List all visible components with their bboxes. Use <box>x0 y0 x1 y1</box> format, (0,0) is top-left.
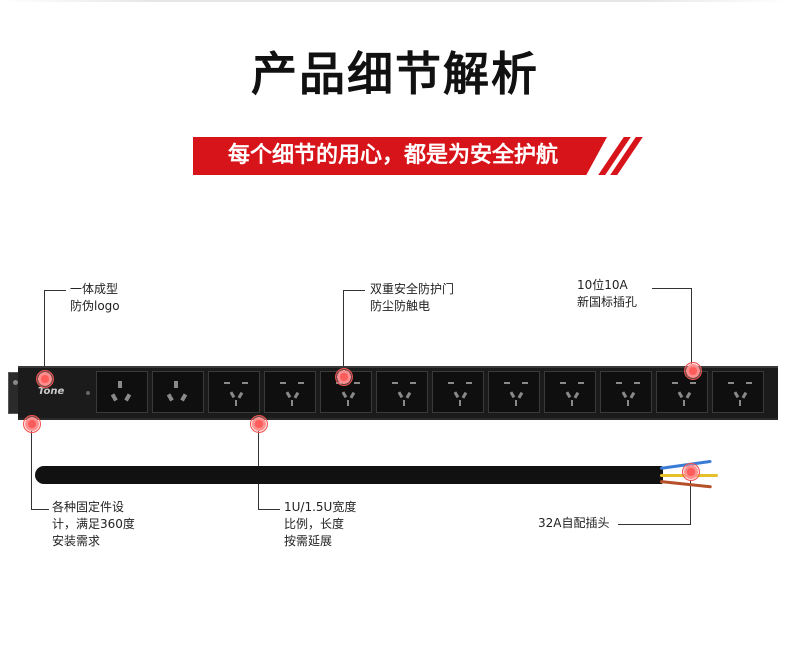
leader-plug-h <box>618 524 691 525</box>
socket-7 <box>432 371 484 413</box>
marker-bracket <box>23 415 41 433</box>
label-door: 双重安全防护门 防尘防触电 <box>370 281 454 315</box>
label-bracket-line2: 计，满足360度 <box>52 517 135 531</box>
socket-12 <box>712 371 764 413</box>
label-width-line3: 按需延展 <box>284 534 333 548</box>
label-door-line1: 双重安全防护门 <box>370 282 455 296</box>
top-divider <box>0 0 790 2</box>
marker-door <box>335 368 353 386</box>
leader-molding-h <box>44 290 66 291</box>
leader-door-h <box>343 290 365 291</box>
leader-plug-v <box>690 480 691 525</box>
leader-molding-v <box>44 290 45 370</box>
socket-3 <box>208 371 260 413</box>
leader-socket-h <box>652 288 692 289</box>
leader-bracket-h <box>31 509 49 510</box>
socket-2 <box>152 371 204 413</box>
socket-9 <box>544 371 596 413</box>
socket-11 <box>656 371 708 413</box>
socket-10 <box>600 371 652 413</box>
subtitle-banner: 每个细节的用心，都是为安全护航 <box>193 137 645 175</box>
label-molding-line1: 一体成型 <box>70 282 119 296</box>
label-socket-type: 10位10A 新国标插孔 <box>577 277 637 311</box>
leader-socket-v <box>691 288 692 364</box>
brand-logo: Tone <box>38 386 65 397</box>
marker-socket <box>684 362 702 380</box>
label-width-line2: 比例，长度 <box>284 517 345 531</box>
label-plug: 32A自配插头 <box>538 515 609 532</box>
socket-1 <box>96 371 148 413</box>
label-socket-type-line1: 10位10A <box>577 278 628 292</box>
label-width: 1U/1.5U宽度 比例，长度 按需延展 <box>284 499 356 550</box>
label-door-line2: 防尘防触电 <box>370 299 431 313</box>
marker-width <box>250 415 268 433</box>
bracket-hole <box>13 380 18 385</box>
label-molding: 一体成型 防伪logo <box>70 281 120 315</box>
banner-text: 每个细节的用心，都是为安全护航 <box>227 143 558 168</box>
banner-background <box>193 137 607 175</box>
socket-8 <box>488 371 540 413</box>
label-molding-line2: 防伪logo <box>70 299 120 313</box>
leader-width-h <box>258 509 280 510</box>
wire-brown <box>659 480 712 489</box>
label-socket-type-line2: 新国标插孔 <box>577 295 638 309</box>
label-plug-line1: 32A自配插头 <box>538 516 610 530</box>
label-bracket-line1: 各种固定件设 <box>52 500 125 514</box>
label-bracket: 各种固定件设 计，满足360度 安装需求 <box>52 499 135 550</box>
marker-plug <box>682 463 700 481</box>
label-bracket-line3: 安装需求 <box>52 534 101 548</box>
leader-bracket-v <box>31 430 32 510</box>
power-cable <box>35 466 663 484</box>
leader-door-v <box>343 290 344 368</box>
marker-molding <box>36 370 54 388</box>
socket-4 <box>264 371 316 413</box>
socket-6 <box>376 371 428 413</box>
label-width-line1: 1U/1.5U宽度 <box>284 500 357 514</box>
page-title: 产品细节解析 <box>251 47 539 101</box>
